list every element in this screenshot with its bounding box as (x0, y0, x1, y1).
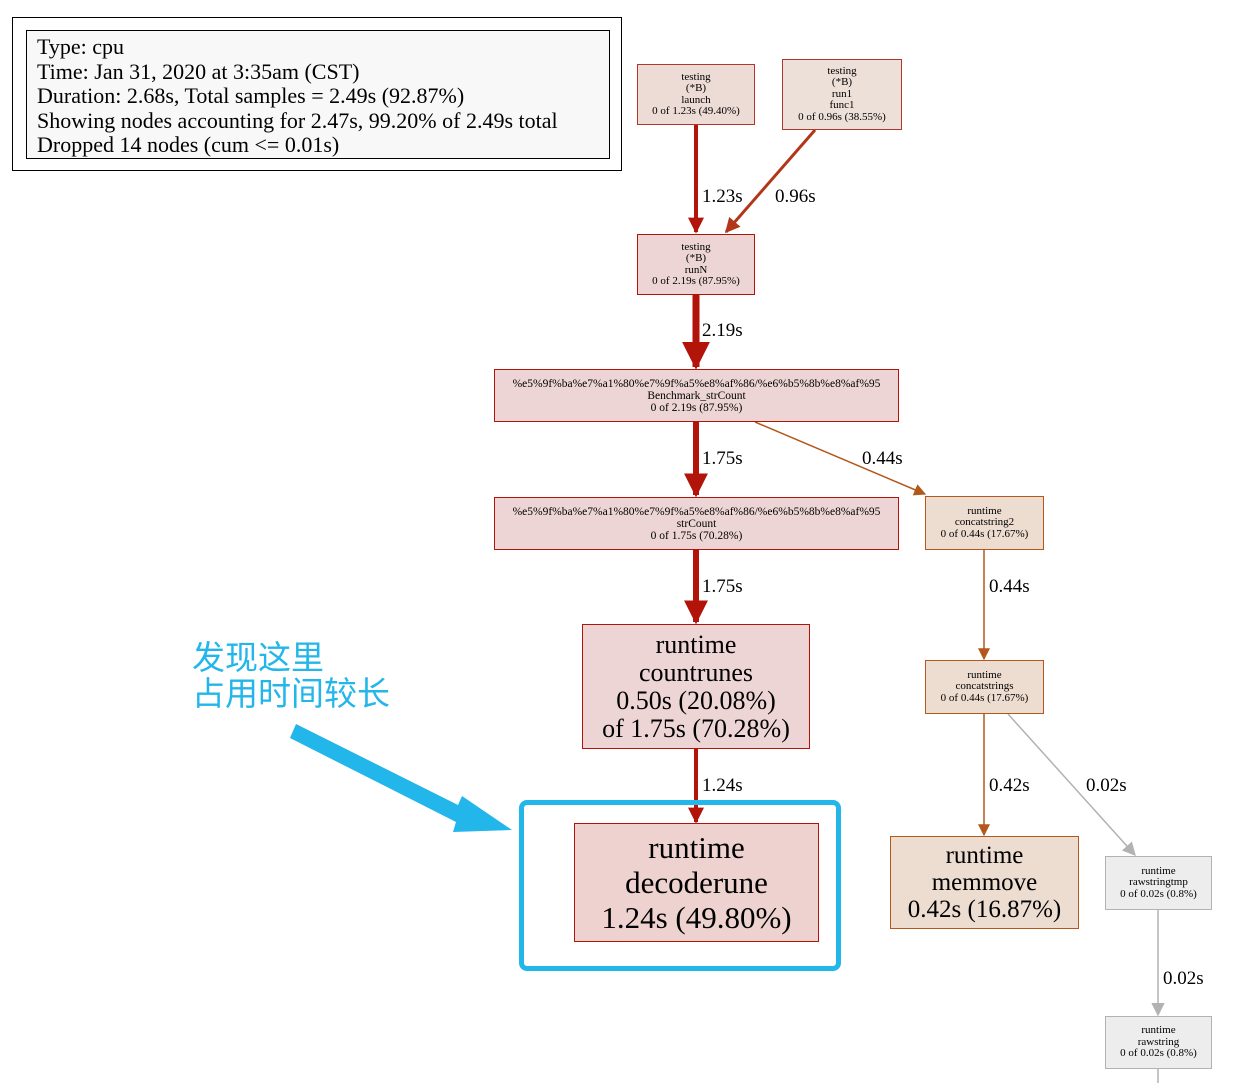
annotation-line-1: 发现这里 (192, 638, 324, 677)
node-label: %e5%9f%ba%e7%a1%80%e7%9f%a5%e8%af%86/%e6… (512, 505, 881, 518)
node-label: run1 (831, 87, 853, 100)
node-label: (*B) (685, 82, 707, 94)
node-label: rawstringtmp (1129, 876, 1188, 889)
node-label: 0 of 0.96s (38.55%) (798, 110, 886, 123)
node-runtime-decoderune[interactable]: runtime decoderune 1.24s (49.80%) (574, 823, 819, 942)
legend-box: Type: cpu Time: Jan 31, 2020 at 3:35am (… (12, 17, 622, 171)
node-testing-runN[interactable]: testing (*B) runN 0 of 2.19s (87.95%) (637, 234, 755, 295)
node-label: 1.24s (49.80%) (601, 900, 792, 935)
node-label: 0.42s (16.87%) (907, 896, 1062, 923)
node-testing-run1-func1[interactable]: testing (*B) run1 func1 0 of 0.96s (38.5… (782, 59, 902, 130)
node-runtime-memmove[interactable]: runtime memmove 0.42s (16.87%) (890, 836, 1079, 929)
node-strcount[interactable]: %e5%9f%ba%e7%a1%80%e7%9f%a5%e8%af%86/%e6… (494, 497, 899, 550)
legend-dropped: Dropped 14 nodes (cum <= 0.01s) (37, 132, 340, 157)
node-label: concatstrings (955, 680, 1014, 693)
node-label: testing (681, 240, 711, 253)
node-label: 0 of 1.23s (49.40%) (652, 105, 740, 117)
node-label: testing (681, 70, 711, 83)
legend-showing: Showing nodes accounting for 2.47s, 99.2… (37, 107, 558, 133)
node-label: runtime (648, 830, 745, 865)
node-label: 0.50s (20.08%) (616, 685, 776, 715)
edge-label-bench-concat2: 0.44s (862, 448, 903, 469)
edge-bench-to-concat2 (754, 421, 927, 496)
node-runtime-rawstringtmp[interactable]: runtime rawstringtmp 0 of 0.02s (0.8%) (1105, 856, 1212, 910)
node-runtime-rawstring[interactable]: runtime rawstring 0 of 0.02s (0.8%) (1105, 1016, 1212, 1069)
highlight-box (519, 800, 841, 971)
node-label: countrunes (638, 657, 754, 687)
node-label: launch (681, 93, 711, 106)
legend-duration: Duration: 2.68s, Total samples = 2.49s (… (37, 83, 465, 108)
annotation-text: 发现这里 占用时间较长 (192, 640, 390, 712)
node-runtime-concatstrings[interactable]: runtime concatstrings 0 of 0.44s (17.67%… (925, 660, 1044, 714)
edge-label-launch-runN: 1.23s (702, 186, 743, 207)
annotation-arrow (290, 724, 512, 832)
node-label: rawstring (1137, 1035, 1180, 1048)
node-benchmark-strcount[interactable]: %e5%9f%ba%e7%a1%80%e7%9f%a5%e8%af%86/%e6… (494, 369, 899, 422)
annotation-line-2: 占用时间较长 (192, 674, 390, 713)
legend-content: Type: cpu Time: Jan 31, 2020 at 3:35am (… (26, 30, 610, 159)
node-label: memmove (931, 869, 1038, 896)
node-testing-launch[interactable]: testing (*B) launch 0 of 1.23s (49.40%) (637, 64, 755, 125)
node-label: strCount (676, 517, 717, 530)
node-label: runN (684, 263, 708, 276)
node-label: decoderune (625, 865, 768, 900)
node-label: 0 of 1.75s (70.28%) (650, 529, 743, 542)
edge-label-rawstringtmp-rawstring: 0.02s (1163, 968, 1204, 989)
edge-concats-to-rawstringtmp (1007, 713, 1136, 857)
edge-label-concats-rawstringtmp: 0.02s (1086, 775, 1127, 796)
node-label: 0 of 2.19s (87.95%) (652, 275, 740, 287)
node-label: 0 of 2.19s (87.95%) (650, 401, 743, 414)
edge-run1-to-runN (724, 129, 817, 234)
node-label: func1 (829, 99, 855, 112)
legend-time: Time: Jan 31, 2020 at 3:35am (CST) (37, 58, 360, 84)
node-label: runtime (655, 629, 737, 659)
edge-label-run1-runN: 0.96s (775, 186, 816, 207)
edge-label-bench-strcount: 1.75s (702, 448, 743, 469)
edge-label-concat2-concats: 0.44s (989, 576, 1030, 597)
node-label: runtime (967, 668, 1002, 681)
node-label: runtime (1141, 864, 1176, 877)
legend-type: Type: cpu (37, 34, 125, 59)
node-label: %e5%9f%ba%e7%a1%80%e7%9f%a5%e8%af%86/%e6… (512, 377, 881, 390)
node-label: (*B) (685, 252, 707, 264)
node-label: runtime (967, 504, 1002, 517)
node-label: 0 of 0.02s (0.8%) (1120, 1047, 1197, 1060)
node-label: (*B) (831, 76, 853, 89)
node-label: testing (827, 64, 857, 77)
node-label: concatstring2 (954, 516, 1015, 529)
node-label: 0 of 0.44s (17.67%) (940, 527, 1029, 540)
node-label: 0 of 0.02s (0.8%) (1120, 887, 1197, 900)
edge-label-strcount-countrunes: 1.75s (702, 576, 743, 597)
node-runtime-countrunes[interactable]: runtime countrunes 0.50s (20.08%) of 1.7… (582, 624, 810, 749)
node-label: runtime (945, 842, 1024, 869)
edge-label-concats-memmove: 0.42s (989, 775, 1030, 796)
edge-label-runN-bench: 2.19s (702, 320, 743, 341)
edge-label-countrunes-decoderune: 1.24s (702, 775, 743, 796)
node-label: runtime (1141, 1024, 1176, 1037)
node-label: Benchmark_strCount (647, 389, 746, 402)
node-label: 0 of 0.44s (17.67%) (940, 691, 1029, 704)
node-runtime-concatstring2[interactable]: runtime concatstring2 0 of 0.44s (17.67%… (925, 496, 1044, 550)
node-label: of 1.75s (70.28%) (602, 713, 790, 743)
